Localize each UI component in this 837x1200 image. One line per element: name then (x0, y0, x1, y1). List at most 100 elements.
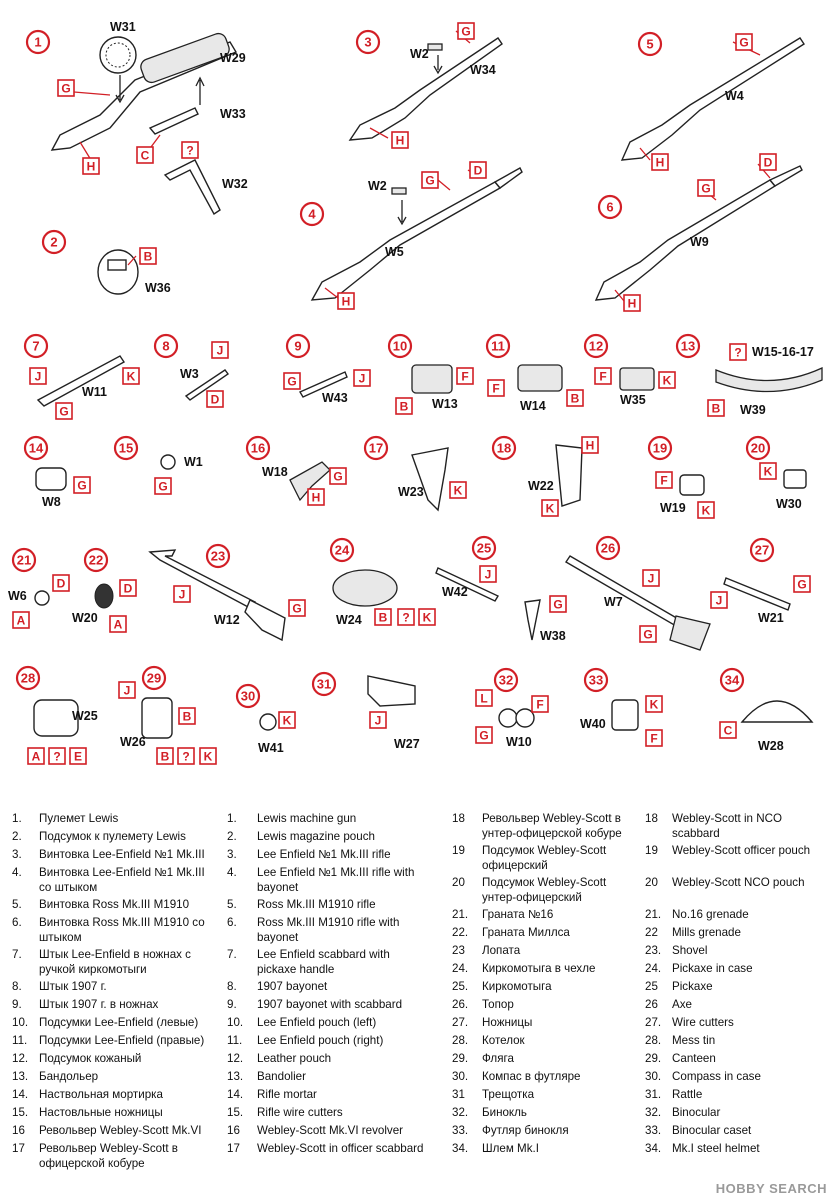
legend-text: Axe (672, 998, 692, 1011)
item-number-circle: 26 (595, 535, 621, 561)
legend-number: 20 (645, 876, 658, 889)
legend-number: 19 (645, 844, 658, 857)
material-tag-label: G (797, 577, 806, 591)
legend-number: 22 (645, 926, 658, 939)
material-tag-label: H (342, 294, 351, 308)
material-tag-label: F (599, 369, 606, 383)
material-tag-label: B (400, 399, 409, 413)
material-tag-label: H (312, 490, 321, 504)
legend-text: Lewis magazine pouch (257, 830, 375, 843)
legend-number: 23 (452, 944, 465, 957)
material-tag-label: G (59, 404, 68, 418)
legend-row: 12.Leather pouch (227, 1052, 427, 1067)
legend-text: Webley-Scott in NCO scabbard (672, 812, 782, 840)
item-number: 9 (294, 339, 301, 354)
legend-number: 11. (12, 1034, 28, 1047)
item-number: 3 (364, 35, 371, 50)
material-tag-label: ? (182, 749, 189, 763)
item-number: 17 (369, 441, 383, 456)
material-tag: K (418, 608, 436, 626)
part-number: W2 (410, 47, 429, 61)
material-tag: K (449, 481, 467, 499)
legend-text: Wire cutters (672, 1016, 734, 1029)
part-number: W42 (442, 585, 468, 599)
legend-number: 17 (12, 1142, 25, 1155)
item-number-circle: 6 (597, 194, 623, 220)
legend-row: 2.Lewis magazine pouch (227, 830, 427, 845)
legend-number: 13. (227, 1070, 244, 1083)
material-tag: K (697, 501, 715, 519)
legend-number: 5. (227, 898, 237, 911)
legend-number: 8. (12, 980, 22, 993)
material-tag: H (307, 488, 325, 506)
pouch-19-drawing (679, 474, 705, 496)
item-number: 13 (681, 339, 695, 354)
material-tag: K (759, 462, 777, 480)
legend-text: 1907 bayonet (257, 980, 328, 993)
legend-row: 3.Lee Enfield №1 Mk.III rifle (227, 848, 427, 863)
material-tag: H (391, 131, 409, 149)
legend-number: 34. (452, 1142, 469, 1155)
legend-text: Киркомотыга в чехле (482, 962, 596, 975)
legend-text: Leather pouch (257, 1052, 332, 1065)
part-number: W4 (725, 89, 744, 103)
material-tag: F (456, 367, 474, 385)
legend-number: 11. (227, 1034, 243, 1047)
legend-row: 4.Винтовка Lee-Enfield №1 Mk.III со штык… (12, 866, 217, 895)
pickaxe-25-drawing (435, 567, 541, 641)
material-tag-label: A (17, 613, 26, 627)
material-tag-label: J (35, 369, 42, 383)
material-tag: K (278, 711, 296, 729)
material-tag-label: J (375, 713, 382, 727)
material-tag: B (395, 397, 413, 415)
item-number-circle: 31 (311, 671, 337, 697)
item-number: 14 (29, 441, 44, 456)
part-number: W10 (506, 735, 532, 749)
material-tag: A (109, 615, 127, 633)
material-tag-label: G (292, 601, 301, 615)
material-tag: G (421, 171, 439, 189)
lewis-gun-drawing (50, 32, 238, 216)
part-number: W40 (580, 717, 606, 731)
part-number: W41 (258, 741, 284, 755)
legend-row: 5.Винтовка Ross Mk.III M1910 (12, 898, 217, 913)
part-number: W39 (740, 403, 766, 417)
revolver-16-drawing (289, 461, 331, 502)
legend-row: 25.Киркомотыга (452, 980, 642, 995)
part-number: W32 (222, 177, 248, 191)
item-number-circle: 5 (637, 31, 663, 57)
legend-row: 26.Топор (452, 998, 642, 1013)
item-number-circle: 27 (749, 537, 775, 563)
legend-row: 13.Бандольер (12, 1070, 217, 1085)
item-number-circle: 10 (387, 333, 413, 359)
part-number: W26 (120, 735, 146, 749)
legend-text: Бинокль (482, 1106, 527, 1119)
legend-row: 31.Rattle (645, 1088, 830, 1103)
compass-30-drawing (259, 713, 277, 731)
part-number: W28 (758, 739, 784, 753)
part-number: W31 (110, 20, 136, 34)
material-tag: B (566, 389, 584, 407)
material-tag-label: G (701, 181, 710, 195)
grenade-22-drawing (94, 583, 114, 609)
part-number: W3 (180, 367, 199, 381)
material-tag-label: K (283, 713, 292, 727)
part-number: W1 (184, 455, 203, 469)
legend-text: Binocular (672, 1106, 721, 1119)
legend-number: 21. (452, 908, 469, 921)
legend-text: Топор (482, 998, 514, 1011)
item-number: 28 (21, 671, 35, 686)
material-tag: G (288, 599, 306, 617)
part-number: W38 (540, 629, 566, 643)
material-tag: D (52, 574, 70, 592)
material-tag: K (122, 367, 140, 385)
item-number-circle: 34 (719, 667, 745, 693)
legend-number: 31. (645, 1088, 662, 1101)
